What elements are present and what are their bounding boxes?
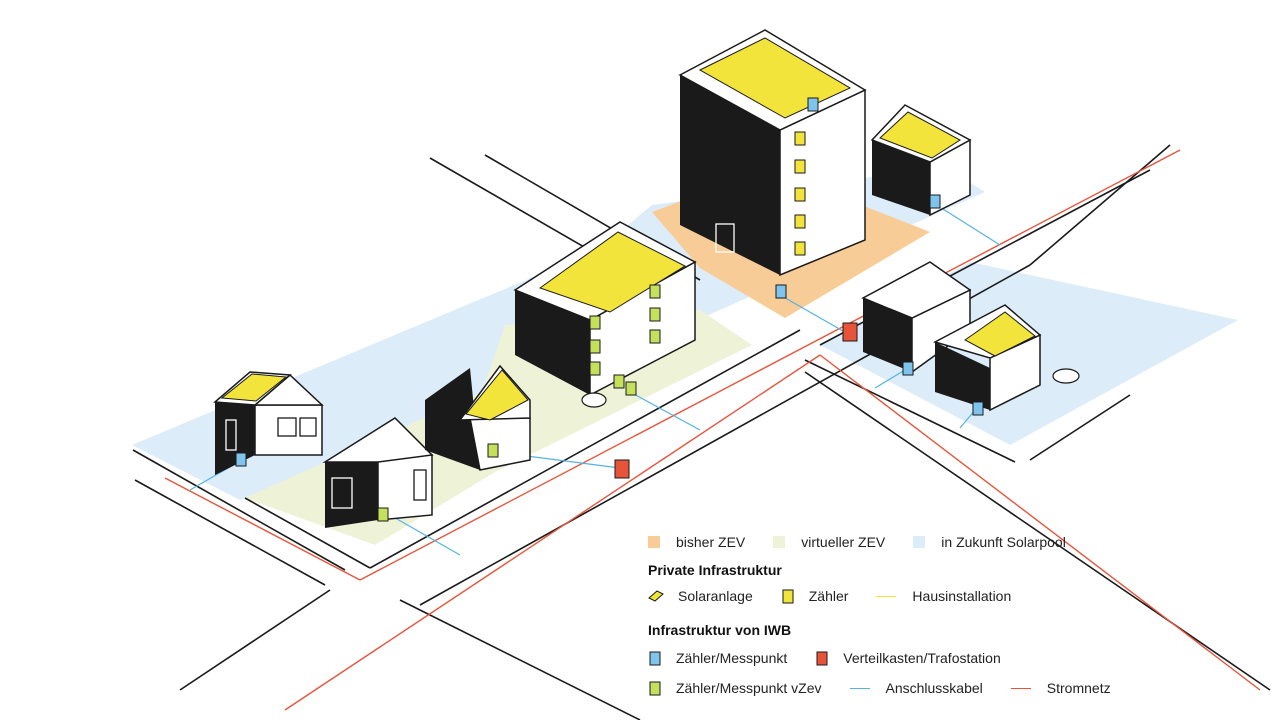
legend-label: Hausinstallation [912, 588, 1012, 604]
vzev-meters [377, 284, 661, 522]
solar-panels-house-left [220, 373, 288, 402]
legend-areas-row: bisher ZEV virtueller ZEV in Zukunft Sol… [648, 534, 1094, 550]
legend-label: Zähler [808, 588, 849, 604]
house-right-b [933, 304, 1042, 412]
solar-panels-house-third [465, 369, 529, 421]
cars [581, 368, 1080, 408]
legend-item-verteilkasten: Verteilkasten/Trafostation [815, 650, 1001, 666]
apartment-tower [678, 29, 867, 277]
distribution-boxes [614, 322, 858, 479]
legend-label: Zähler/Messpunkt vZev [676, 680, 822, 696]
legend-item-hausinstallation: Hausinstallation [876, 588, 1011, 604]
house-third [425, 364, 531, 471]
private-meter-icon [782, 589, 794, 604]
iwb-meter-icon [649, 651, 661, 666]
legend-item-zaehler-vzev: Zähler/Messpunkt vZev [648, 680, 822, 696]
power-grid-lines [164, 149, 1261, 711]
iwb-vzev-meter-icon [649, 681, 661, 696]
legend-iwb-heading-row: Infrastruktur von IWB [648, 622, 791, 638]
iwb-meters [235, 97, 984, 467]
legend-iwb-row-1: Zähler/Messpunkt Verteilkasten/Trafostat… [648, 650, 1029, 666]
legend-item-stromnetz: Stromnetz [1010, 680, 1111, 696]
legend-label: Zähler/Messpunkt [676, 650, 788, 666]
private-meters-tower [794, 131, 806, 256]
legend-item-zaehler: Zähler [781, 588, 849, 604]
apartment-block-middle [513, 221, 697, 397]
legend-label: Solaranlage [678, 588, 753, 604]
distribution-box-icon [816, 651, 828, 666]
legend-item-bisher-zev: bisher ZEV [648, 534, 745, 550]
zev-virtual-swatch-icon [773, 536, 786, 548]
legend-private-heading-row: Private Infrastruktur [648, 562, 782, 578]
legend-label: virtueller ZEV [801, 534, 886, 550]
legend-heading-private: Private Infrastruktur [648, 562, 782, 578]
house-second [322, 417, 434, 528]
legend-label: Stromnetz [1046, 680, 1111, 696]
solar-panels-house-top-right [879, 111, 961, 159]
legend-private-row: Solaranlage Zähler Hausinstallation [648, 588, 1039, 604]
house-right-a [861, 261, 972, 374]
legend-item-anschlusskabel: Anschlusskabel [849, 680, 983, 696]
legend-item-zaehler-messpunkt: Zähler/Messpunkt [648, 650, 787, 666]
legend-item-solarpool: in Zukunft Solarpool [913, 534, 1066, 550]
legend-item-virtueller-zev: virtueller ZEV [773, 534, 885, 550]
legend-item-solaranlage: Solaranlage [648, 588, 753, 604]
legend-label: bisher ZEV [676, 534, 746, 550]
zev-existing-swatch-icon [648, 536, 660, 548]
solar-panels-apartment-middle [538, 231, 687, 313]
solarpool-swatch-icon [913, 536, 926, 548]
legend-heading-iwb: Infrastruktur von IWB [648, 622, 792, 638]
legend-iwb-row-2: Zähler/Messpunkt vZev Anschlusskabel Str… [648, 680, 1139, 696]
legend-label: Verteilkasten/Trafostation [843, 650, 1001, 666]
legend-label: Anschlusskabel [885, 680, 983, 696]
house-top-right [870, 104, 972, 217]
power-grid-line-icon [1010, 687, 1031, 689]
connection-cable-line-icon [849, 687, 870, 689]
solar-panels-house-right-b [964, 311, 1036, 357]
house-left [213, 371, 324, 475]
legend-label: in Zukunft Solarpool [941, 534, 1066, 550]
solar-panel-icon [648, 590, 664, 602]
house-installation-line-icon [876, 595, 897, 597]
